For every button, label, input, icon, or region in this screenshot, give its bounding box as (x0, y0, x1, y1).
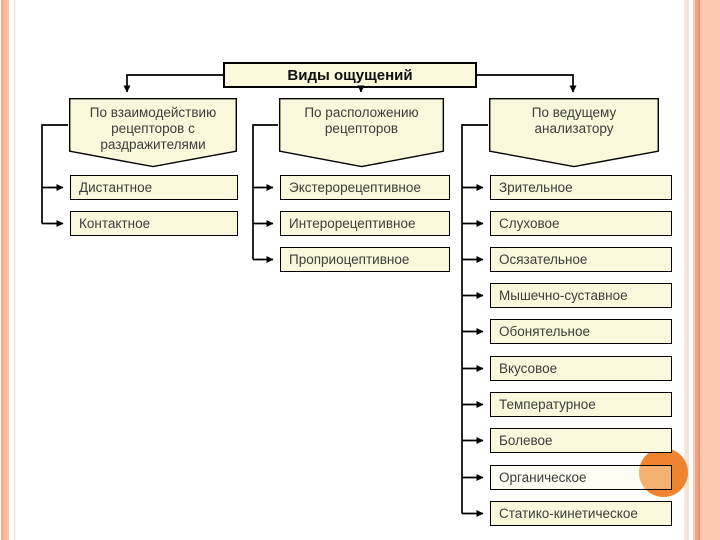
right-edge-stripe-2 (686, 0, 689, 540)
pennant-shape (278, 98, 445, 168)
analyzer-item: Температурное (490, 392, 672, 417)
category-box-location: По расположению рецепторов (278, 98, 445, 168)
analyzer-item: Обонятельное (490, 319, 672, 344)
analyzer-item: Осязательное (490, 247, 672, 272)
right-edge-stripe-5 (698, 0, 700, 540)
analyzer-item: Статико-кинетическое (490, 501, 672, 526)
location-item: Экстерорецептивное (280, 175, 450, 200)
pennant-shape (68, 98, 238, 168)
location-item: Проприоцептивное (280, 247, 450, 272)
diagram-title: Виды ощущений (223, 62, 477, 88)
category-label: По ведущему анализатору (531, 105, 617, 136)
interaction-item: Контактное (70, 211, 238, 236)
accent-circle (639, 448, 688, 497)
pennant-shape (488, 98, 660, 168)
location-item: Интерорецептивное (280, 211, 450, 236)
category-label: По расположению рецепторов (304, 105, 419, 136)
analyzer-item: Вкусовое (490, 356, 672, 381)
right-edge-band (700, 0, 720, 540)
right-edge-stripe-4 (695, 0, 698, 540)
right-edge-stripe-3 (693, 0, 695, 540)
left-edge-thin-line (14, 0, 15, 540)
analyzer-item: Зрительное (490, 175, 672, 200)
category-box-analyzer: По ведущему анализатору (488, 98, 660, 168)
interaction-item: Дистантное (70, 175, 238, 200)
analyzer-item: Мышечно-суставное (490, 283, 672, 308)
right-edge-stripe-1 (684, 0, 686, 540)
category-label: По взаимодействию рецепторов с раздражит… (89, 105, 217, 152)
analyzer-item: Органическое (490, 465, 672, 490)
left-edge-stripe (1, 0, 9, 540)
analyzer-item: Болевое (490, 428, 672, 453)
category-box-interaction: По взаимодействию рецепторов с раздражит… (68, 98, 238, 168)
analyzer-item: Слуховое (490, 211, 672, 236)
